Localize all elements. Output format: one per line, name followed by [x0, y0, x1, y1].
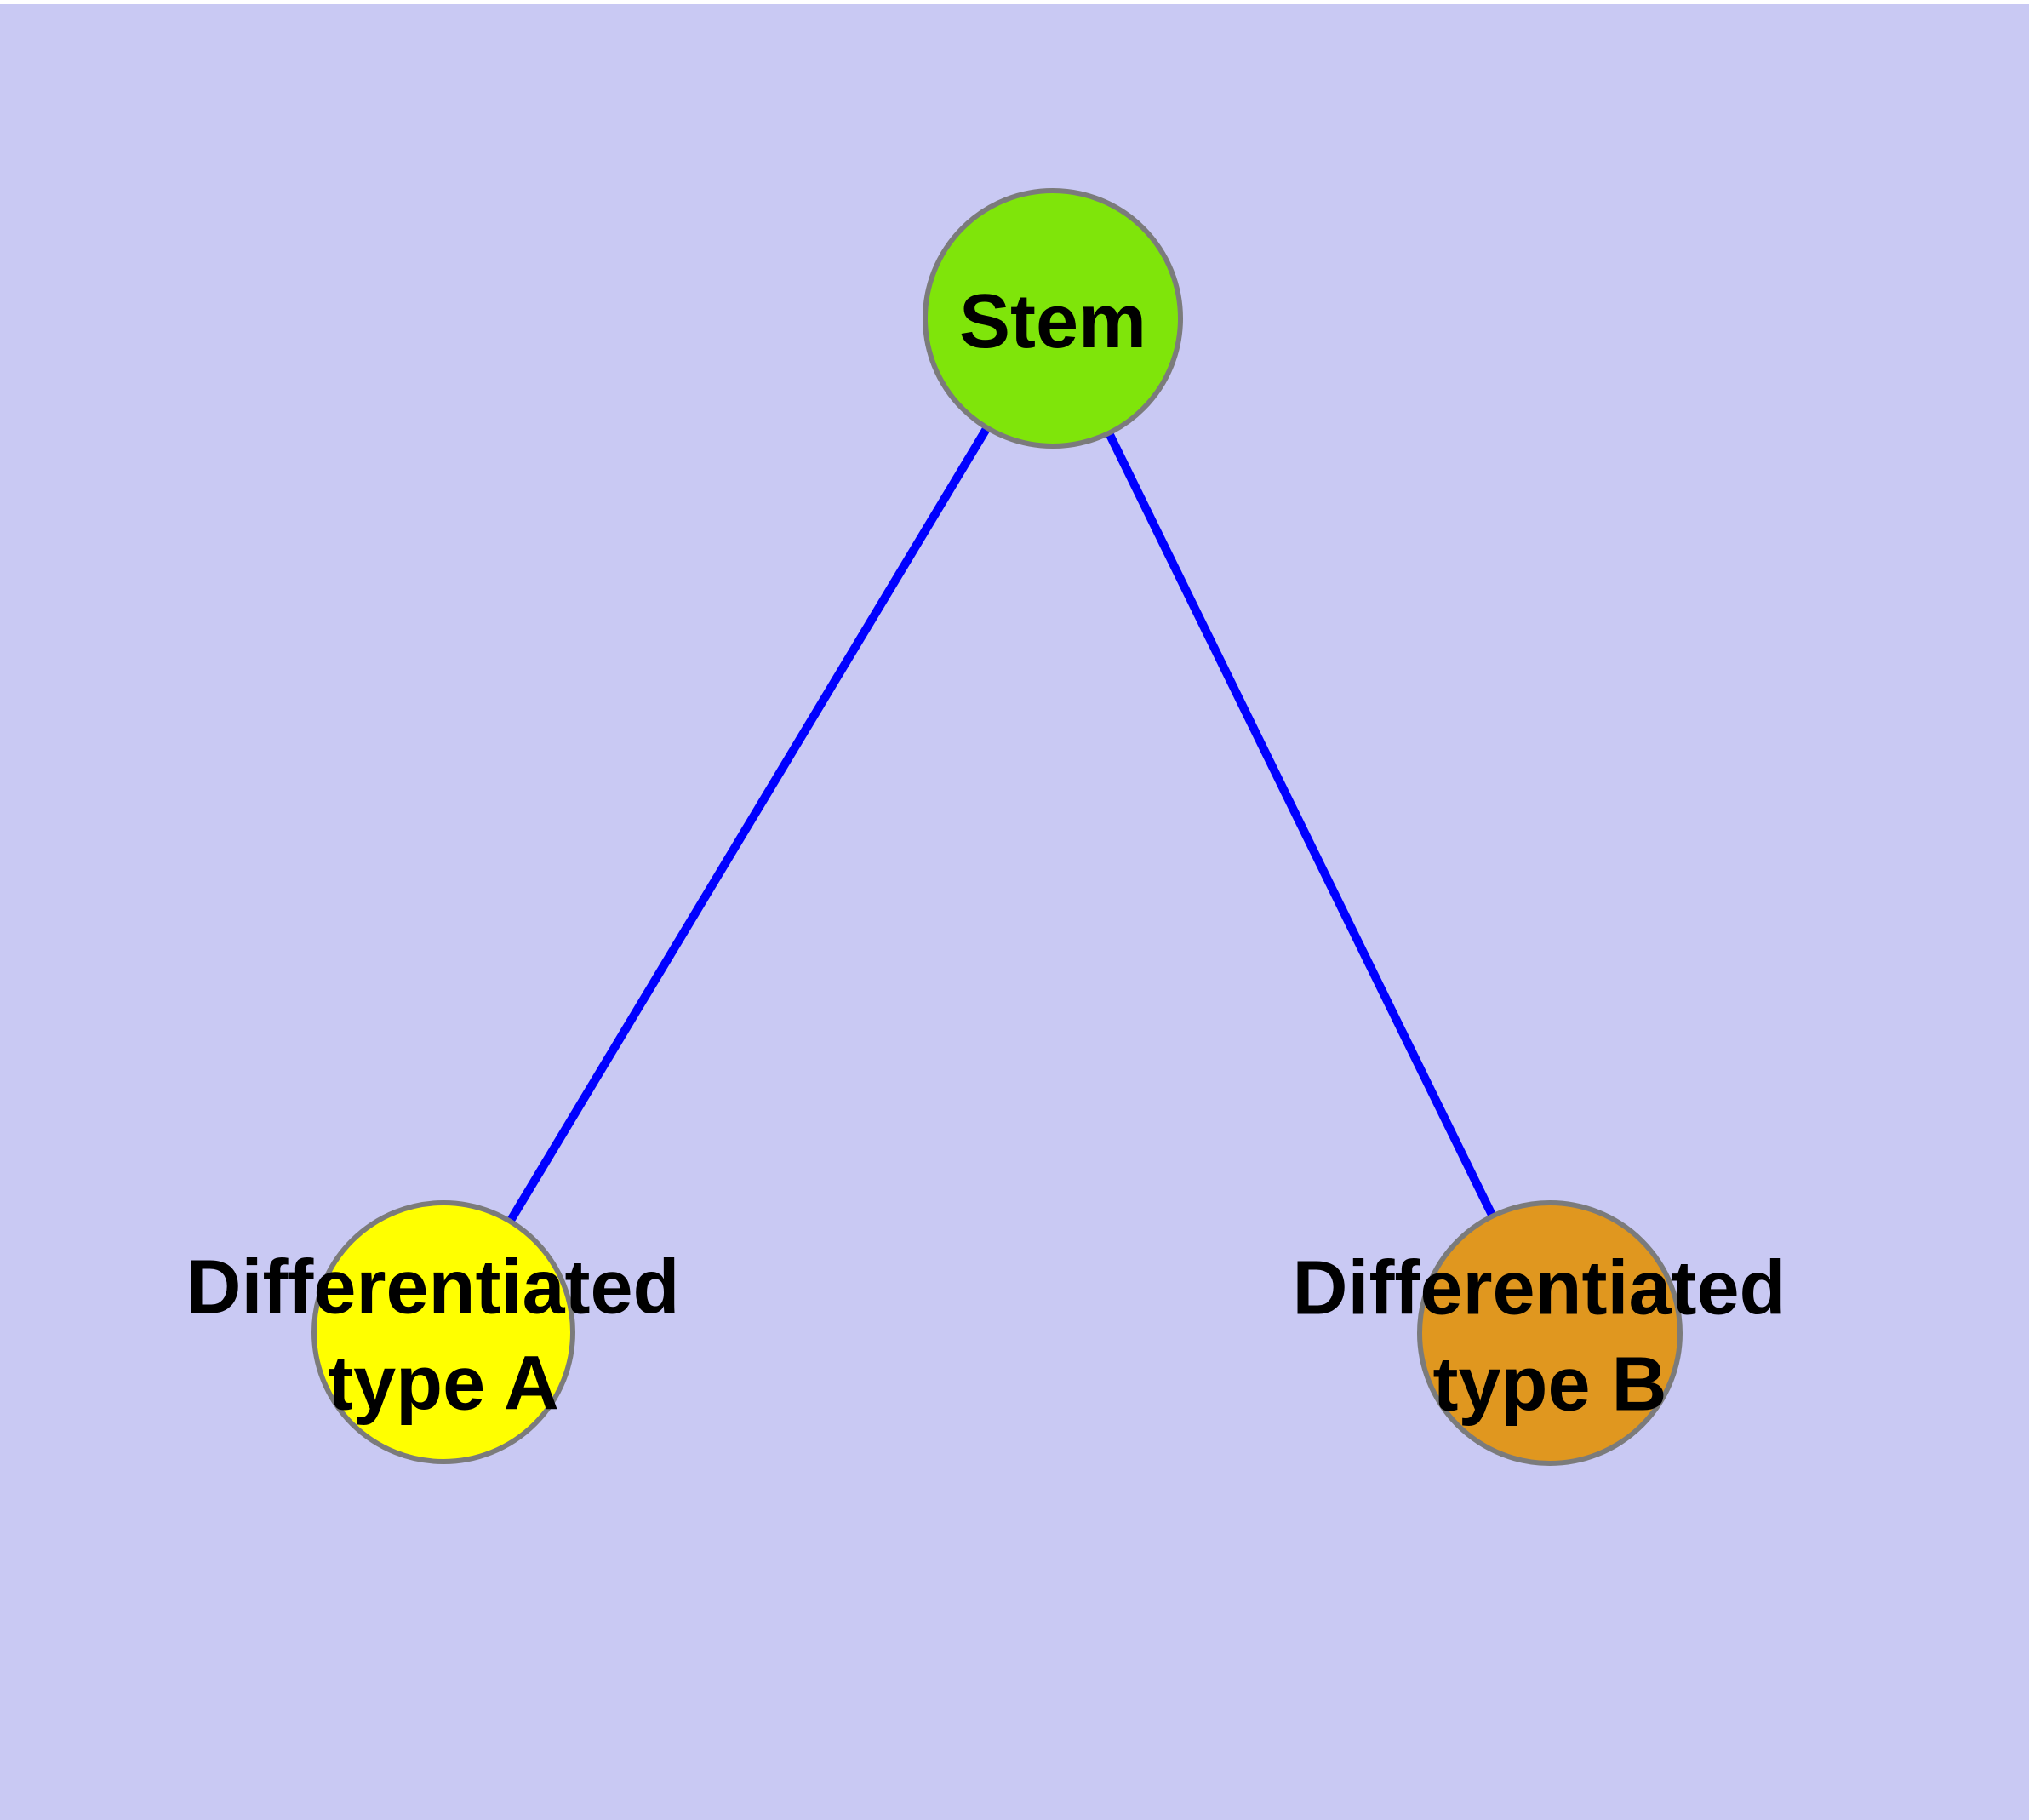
node-type-b-circle: [1417, 1200, 1683, 1466]
label-line: type B: [1432, 1342, 1666, 1428]
node-stem-label: Stem: [959, 279, 1146, 364]
edge-stem-to-type-b: [1049, 316, 1554, 1336]
node-differentiated-type-b: Differentiated type B: [1292, 1200, 1807, 1466]
node-stem: Stem: [923, 188, 1183, 449]
label-line: Stem: [959, 279, 1146, 364]
label-line: Differentiated: [1292, 1246, 1786, 1331]
label-line: type A: [328, 1342, 559, 1427]
node-type-a-circle: [311, 1200, 575, 1464]
top-white-strip: [0, 0, 2029, 4]
node-type-b-label: Differentiated type B: [1292, 1246, 1807, 1428]
label-line: Differentiated: [186, 1245, 679, 1331]
node-differentiated-type-a: Differentiated type A: [186, 1200, 700, 1464]
node-stem-circle: [923, 188, 1183, 449]
edge-stem-to-type-a: [439, 316, 1057, 1335]
node-type-a-label: Differentiated type A: [186, 1245, 700, 1427]
